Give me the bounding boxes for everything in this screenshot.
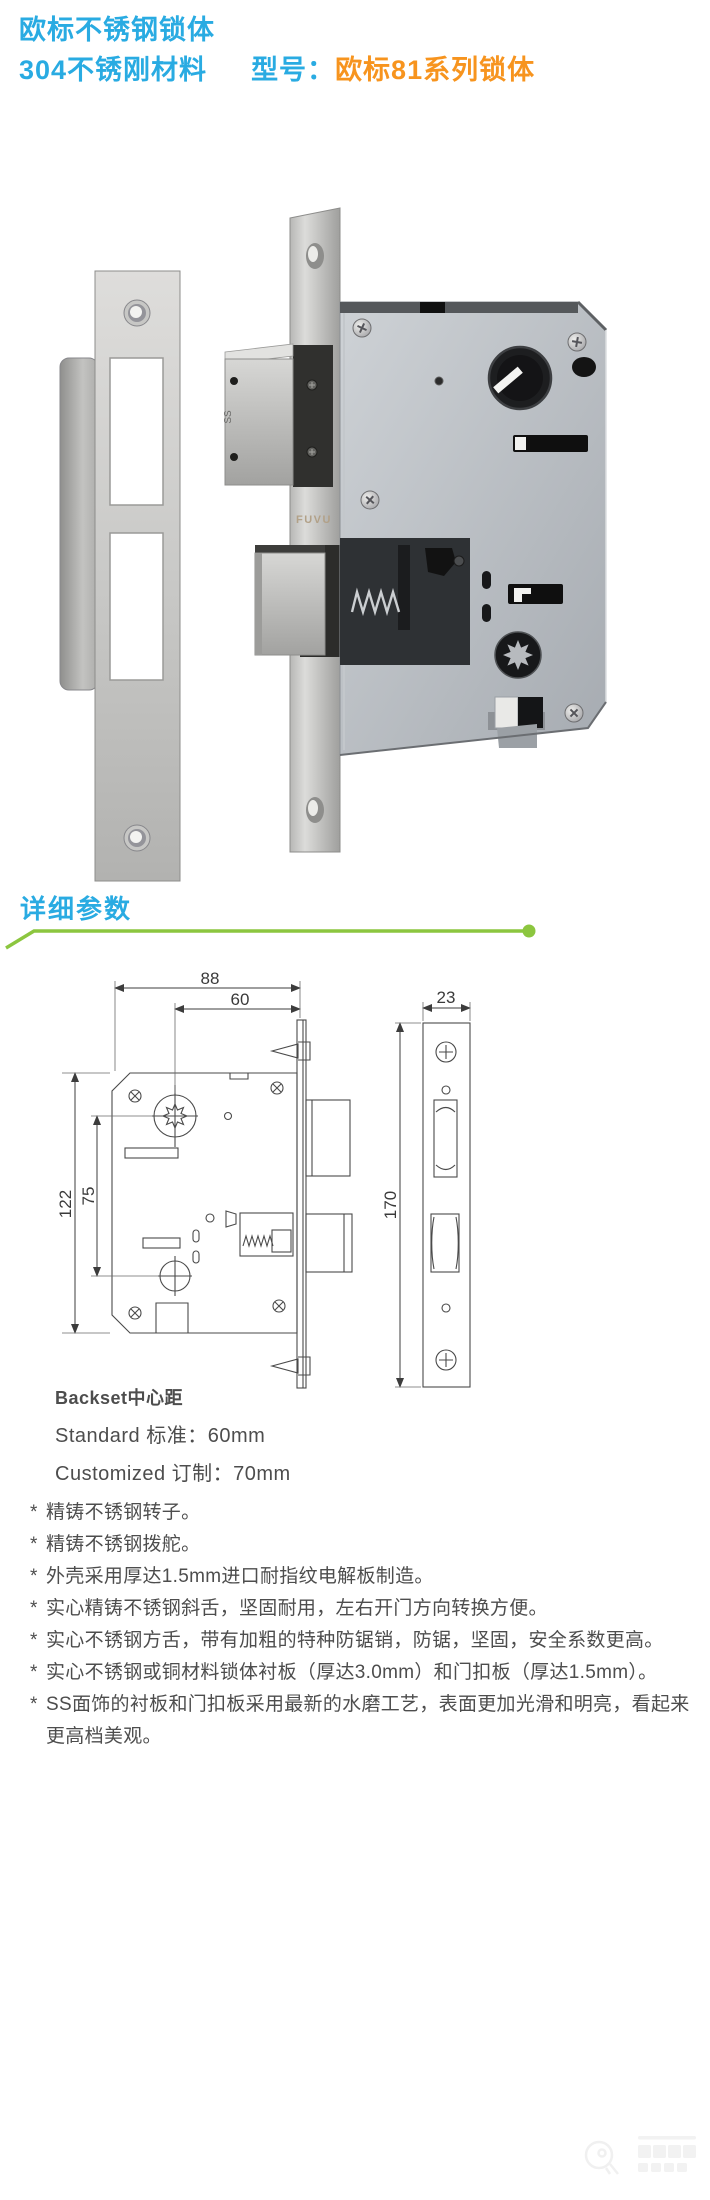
case-pin-hole — [434, 376, 444, 386]
backset-standard: Standard 标准：60mm — [55, 1425, 266, 1447]
section-title: 详细参数 — [20, 894, 133, 924]
feature-item: *实心不锈钢方舌，带有加粗的特种防锯销，防锯，坚固，安全系数更高。 — [30, 1630, 664, 1651]
watermark-text-lines — [638, 2136, 696, 2172]
strike-screw-hole-bottom — [123, 824, 151, 852]
case-top-notch — [420, 302, 445, 313]
faceplate-front — [422, 1022, 471, 1388]
bottom-bar — [488, 712, 545, 730]
strike-plate-lip — [59, 357, 99, 691]
feature-item: *SS面饰的衬板和门扣板采用最新的水磨工艺，表面更加光滑和明亮，看起来更高档美观… — [30, 1694, 690, 1747]
faceplate-side — [296, 1019, 307, 1389]
cylinder-rotor — [153, 1094, 197, 1138]
dim-total-depth: 88 — [201, 969, 220, 988]
latch-side — [305, 1099, 351, 1177]
watermark-logo — [584, 2136, 696, 2175]
mounting-screw-bottom — [269, 1356, 311, 1376]
dim-faceplate-height: 170 — [381, 1191, 400, 1219]
latch-screw-1 — [306, 379, 318, 391]
underline-line — [5, 929, 523, 950]
header-line1: 欧标不锈钢锁体 — [19, 15, 215, 45]
faceplate-screw-bottom-drawing — [435, 1349, 457, 1371]
slot-small-2 — [482, 604, 491, 622]
case-top-edge — [340, 302, 578, 313]
mounting-screw-top — [269, 1041, 311, 1061]
lever-slot — [508, 584, 563, 604]
backset-title: Backset中心距 — [55, 1388, 184, 1408]
latch-engraving: SS — [223, 410, 234, 424]
spring-housing — [239, 1212, 294, 1257]
deadbolt — [254, 545, 340, 657]
strike-plate — [59, 270, 181, 882]
follower-hole — [159, 1260, 191, 1292]
feature-item: *实心精铸不锈钢斜舌，坚固耐用，左右开门方向转换方便。 — [30, 1598, 548, 1619]
feature-list: *精铸不锈钢转子。 *精铸不锈钢拨舵。 *外壳采用厚达1.5mm进口耐指纹电解板… — [30, 1497, 698, 1753]
keyway-slot — [493, 366, 523, 394]
case-screw-4 — [564, 703, 584, 723]
dim-faceplate-width: 23 — [437, 988, 456, 1007]
strike-deadbolt-cutout — [109, 532, 164, 681]
spindle-follower — [494, 631, 542, 679]
header-line2: 304不锈刚材料 型号：欧标81系列锁体 — [19, 50, 535, 90]
dim-body-height: 122 — [56, 1190, 75, 1218]
latch-screw-2 — [306, 446, 318, 458]
dim-backset: 60 — [231, 990, 250, 1009]
stop-works-slot — [513, 435, 588, 452]
deadbolt-opening — [430, 1213, 460, 1273]
latch-pin-hole-top — [230, 377, 238, 385]
strike-latch-cutout — [109, 357, 164, 506]
latch-bolt: SS — [223, 343, 333, 487]
case-screw-3 — [360, 490, 380, 510]
model-value: 欧标81系列锁体 — [335, 55, 536, 85]
backset-specs: Backset中心距 Standard 标准：60mm Customized 订… — [55, 1384, 291, 1486]
page-header: 欧标不锈钢锁体 304不锈刚材料 型号：欧标81系列锁体 — [19, 10, 535, 90]
material-text: 304不锈刚材料 — [19, 55, 208, 85]
bottom-foot — [497, 724, 537, 748]
latch-opening — [433, 1099, 458, 1178]
slot-small-1 — [482, 571, 491, 589]
lock-case — [339, 300, 608, 756]
product-photo: FUVU SS — [59, 207, 608, 882]
cylinder-hole — [487, 345, 553, 411]
brand-engraving: FUVU — [296, 514, 332, 526]
feature-item: *精铸不锈钢拨舵。 — [30, 1534, 201, 1555]
dim-center-distance: 75 — [79, 1187, 98, 1206]
faceplate-screw-hole-bottom — [306, 797, 324, 823]
backset-customized: Customized 订制：70mm — [55, 1463, 291, 1485]
model-label: 型号： — [251, 55, 336, 85]
key-icon — [584, 2140, 619, 2175]
feature-item: *实心不锈钢或铜材料锁体衬板（厚达3.0mm）和门扣板（厚达1.5mm）。 — [30, 1662, 658, 1683]
body-screws — [128, 1081, 286, 1320]
faceplate-screw-hole-top — [306, 243, 324, 269]
latch-pin-hole-bottom — [230, 453, 238, 461]
case-cavity — [340, 538, 470, 665]
bottom-notch — [494, 696, 519, 729]
faceplate-screw-top-drawing — [435, 1041, 457, 1063]
case-screw-2 — [567, 332, 587, 352]
spring — [350, 587, 401, 617]
technical-drawing: 88 60 122 75 23 170 — [56, 969, 471, 1389]
case-screw-1 — [352, 318, 372, 338]
clip — [425, 548, 456, 576]
feature-item: *精铸不锈钢转子。 — [30, 1502, 201, 1523]
underline-dot — [522, 924, 536, 938]
fixing-hole — [572, 357, 596, 377]
deadbolt-side — [305, 1213, 353, 1273]
lock-faceplate: FUVU — [289, 207, 341, 853]
body-outline — [111, 1072, 298, 1334]
strike-screw-hole-top — [123, 299, 151, 327]
feature-item: *外壳采用厚达1.5mm进口耐指纹电解板制造。 — [30, 1566, 434, 1587]
